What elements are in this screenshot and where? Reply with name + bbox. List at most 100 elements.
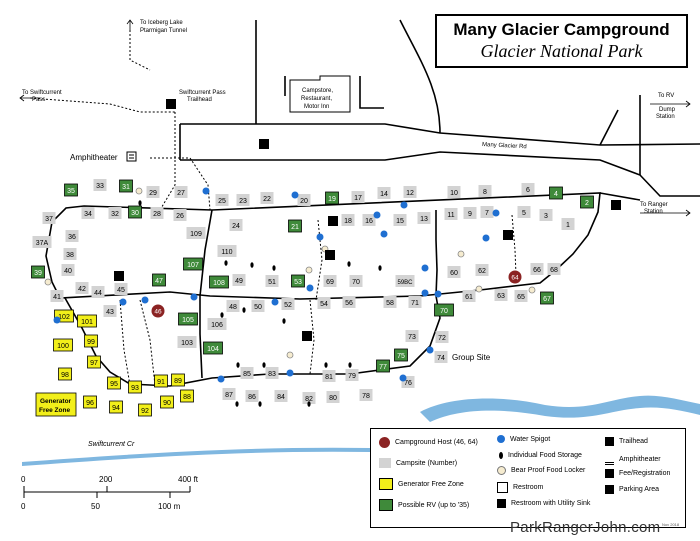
campsite-31: 31 bbox=[119, 179, 133, 193]
campsite-number: 44 bbox=[94, 290, 102, 297]
campsite-number: 70 bbox=[352, 279, 360, 286]
scale-label-ft-200: 200 bbox=[99, 475, 113, 484]
spigot-dot bbox=[53, 316, 61, 324]
campsite-marker bbox=[265, 275, 279, 287]
campsite-number: 78 bbox=[362, 393, 370, 400]
campsite-number: 89 bbox=[174, 378, 182, 385]
campsite-marker bbox=[83, 395, 97, 409]
campsite-23: 23 bbox=[236, 194, 250, 206]
legend-locker: Bear Proof Food Locker bbox=[497, 466, 585, 475]
campsite-number: 84 bbox=[277, 394, 285, 401]
campsite-marker bbox=[288, 219, 302, 233]
campsite-88: 88 bbox=[180, 389, 194, 403]
campsite-68: 68 bbox=[547, 263, 561, 275]
campsite-number: 21 bbox=[291, 224, 299, 231]
campsite-marker bbox=[109, 400, 123, 414]
campsite-number: 109 bbox=[190, 231, 202, 238]
food-storage-icon bbox=[236, 362, 240, 368]
campsite-marker bbox=[173, 209, 187, 221]
label-swiftcurrent-pass-left-2: Pass bbox=[32, 97, 45, 103]
campsite-7: 7 bbox=[480, 206, 494, 218]
campsite-52: 52 bbox=[281, 298, 295, 310]
campsite-marker bbox=[359, 389, 373, 401]
campsite-number: 14 bbox=[380, 191, 388, 198]
spigot-dot bbox=[141, 296, 149, 304]
campsite-marker bbox=[84, 334, 98, 348]
campsite-number: 30 bbox=[131, 210, 139, 217]
campsite-67: 67 bbox=[540, 291, 554, 305]
campsite-marker bbox=[291, 274, 305, 288]
campsite-number: 12 bbox=[406, 190, 414, 197]
campsite-number: 50 bbox=[254, 304, 262, 311]
label-campstore-1: Campstore, bbox=[302, 88, 333, 94]
campsite-91: 91 bbox=[154, 374, 168, 388]
fee-registration-icon bbox=[605, 469, 614, 478]
legend-food-storage: Individual Food Storage bbox=[497, 452, 582, 459]
legend-trailhead-label: Trailhead bbox=[619, 438, 648, 445]
campsite-51: 51 bbox=[265, 275, 279, 287]
campsite-39: 39 bbox=[31, 265, 45, 279]
spigot-dot bbox=[400, 201, 408, 209]
campsite-marker bbox=[281, 298, 295, 310]
label-trailhead-1: Swiftcurrent Pass bbox=[179, 90, 226, 96]
road-ne bbox=[399, 19, 441, 134]
campsite-5: 5 bbox=[517, 206, 531, 218]
food-storage-icon bbox=[272, 265, 276, 271]
campsite-marker bbox=[77, 314, 97, 328]
water-spigot-icon bbox=[217, 375, 225, 383]
food-storage-icon bbox=[242, 307, 246, 313]
campsite-14: 14 bbox=[377, 187, 391, 199]
campsite-96: 96 bbox=[83, 395, 97, 409]
legend-generator-label: Generator Free Zone bbox=[398, 480, 464, 488]
campsite-77: 77 bbox=[376, 359, 390, 373]
bear-locker-icon bbox=[286, 351, 294, 359]
campsite-marker bbox=[322, 370, 336, 382]
legend-rv: Possible RV (up to '35) bbox=[379, 499, 469, 511]
campsite-47: 47 bbox=[152, 273, 166, 287]
campsite-marker bbox=[150, 207, 164, 219]
campsite-marker bbox=[383, 296, 397, 308]
water-spigot-icon bbox=[399, 374, 407, 382]
campsite-marker bbox=[91, 286, 105, 298]
campsite-number: 74 bbox=[437, 355, 445, 362]
campsite-marker bbox=[58, 367, 72, 381]
campsite-26: 26 bbox=[173, 209, 187, 221]
campsite-number: 38 bbox=[66, 252, 74, 259]
campsite-marker bbox=[42, 212, 56, 224]
campsite-number: 2 bbox=[585, 200, 589, 207]
campsite-marker bbox=[61, 264, 75, 276]
label-amphitheater: Amphitheater bbox=[70, 153, 118, 162]
campsite-49: 49 bbox=[232, 274, 246, 286]
map-title-box: Many Glacier Campground Glacier National… bbox=[435, 14, 688, 68]
food-storage-icon bbox=[348, 362, 352, 368]
campsite-marker bbox=[107, 376, 121, 390]
legend-campsite: Campsite (Number) bbox=[379, 458, 457, 468]
host-site-number: 46 bbox=[154, 309, 162, 316]
campsite-marker bbox=[462, 290, 476, 302]
campsite-11: 11 bbox=[444, 208, 458, 220]
campsite-number: 96 bbox=[86, 400, 94, 407]
campsite-marker bbox=[240, 367, 254, 379]
arrow-iceberg bbox=[126, 19, 134, 30]
campsite-marker bbox=[349, 275, 363, 287]
campsite-number: 77 bbox=[379, 364, 387, 371]
water-spigot-icon bbox=[400, 201, 408, 209]
campsite-58: 58 bbox=[383, 296, 397, 308]
campsite-62: 62 bbox=[475, 264, 489, 276]
water-spigot-icon bbox=[271, 298, 279, 306]
scale-label-m-50: 50 bbox=[91, 502, 100, 511]
campsite-number: 7 bbox=[485, 210, 489, 217]
campsite-82: 82 bbox=[302, 392, 316, 404]
campsite-number: 40 bbox=[64, 268, 72, 275]
campsite-56: 56 bbox=[342, 296, 356, 308]
campsite-number: 79 bbox=[348, 373, 356, 380]
campsite-number: 18 bbox=[344, 218, 352, 225]
bear-locker-icon bbox=[305, 266, 313, 274]
legend-parking-label: Parking Area bbox=[619, 486, 660, 493]
campsite-marker bbox=[394, 348, 408, 362]
generator-zone-icon bbox=[379, 478, 393, 490]
campsite-marker bbox=[63, 248, 77, 260]
water-spigot-icon bbox=[421, 289, 429, 297]
campsite-marker bbox=[580, 195, 594, 209]
bear-locker-icon bbox=[457, 250, 465, 258]
